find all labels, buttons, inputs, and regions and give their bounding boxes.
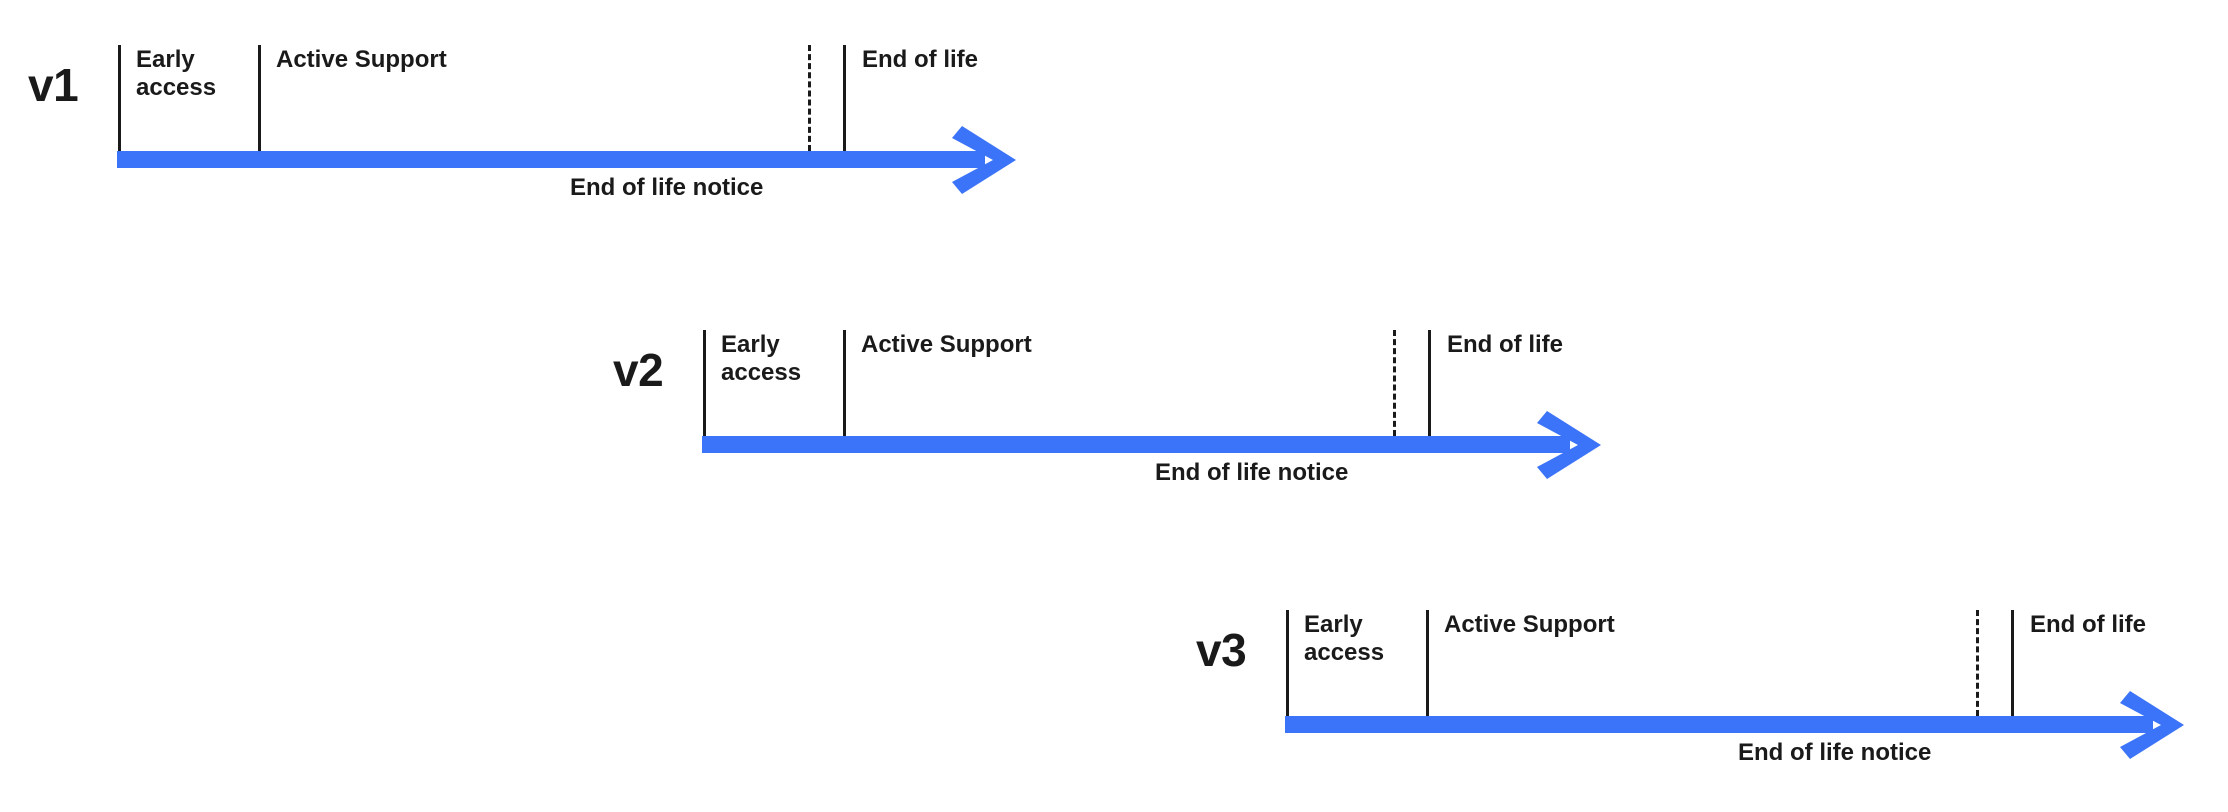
notice-label: End of life notice	[1738, 739, 1932, 766]
phase-label-active-support: Active Support	[276, 46, 447, 73]
arrow-head-icon	[952, 126, 1030, 194]
divider-end-of-life-notice	[1976, 610, 1979, 716]
divider-end-of-life-start	[843, 45, 846, 151]
divider-active-support-start	[843, 330, 846, 436]
phase-label-active-support: Active Support	[1444, 611, 1615, 638]
phase-label-end-of-life: End of life	[862, 46, 978, 73]
divider-early-access-start	[703, 330, 706, 436]
divider-end-of-life-start	[2011, 610, 2014, 716]
version-label-v2: v2	[613, 344, 664, 396]
version-label-v3: v3	[1196, 624, 1247, 676]
phase-label-active-support: Active Support	[861, 331, 1032, 358]
phase-label-early-access: Early access	[136, 46, 217, 102]
notice-label: End of life notice	[570, 174, 764, 201]
timeline-bar	[702, 436, 1570, 453]
version-track-v2: v2 Early access Active Support End of li…	[585, 285, 1645, 515]
phase-label-early-access: Early access	[1304, 611, 1385, 667]
version-track-v1: v1 Early access Active Support End of li…	[0, 0, 1060, 230]
phase-label-end-of-life: End of life	[2030, 611, 2146, 638]
timeline-bar	[1285, 716, 2153, 733]
arrow-head-icon	[1537, 411, 1615, 479]
divider-end-of-life-start	[1428, 330, 1431, 436]
divider-early-access-start	[1286, 610, 1289, 716]
arrow-head-icon	[2120, 691, 2198, 759]
phase-label-end-of-life: End of life	[1447, 331, 1563, 358]
notice-label: End of life notice	[1155, 459, 1349, 486]
divider-end-of-life-notice	[1393, 330, 1396, 436]
divider-end-of-life-notice	[808, 45, 811, 151]
phase-label-early-access: Early access	[721, 331, 802, 387]
divider-early-access-start	[118, 45, 121, 151]
version-label-v1: v1	[28, 59, 79, 111]
timeline-bar	[117, 151, 985, 168]
divider-active-support-start	[1426, 610, 1429, 716]
version-track-v3: v3 Early access Active Support End of li…	[1168, 565, 2228, 795]
divider-active-support-start	[258, 45, 261, 151]
